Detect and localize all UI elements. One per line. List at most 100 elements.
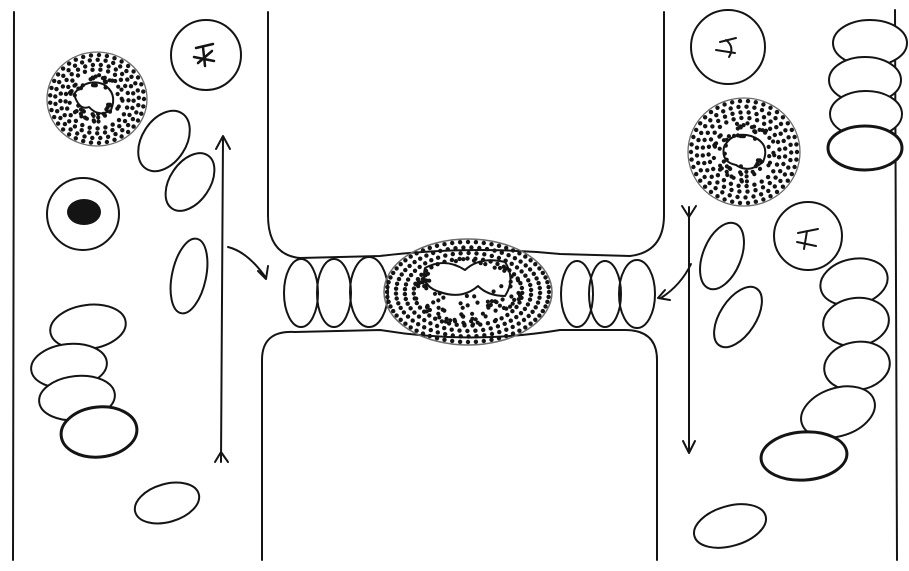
left-granulocyte-granule [67,132,71,136]
capillary-granulocyte-granule [448,318,452,322]
right-granulocyte-granule [729,188,733,192]
capillary-granulocyte-granule [403,258,407,262]
left-granulocyte-granule [112,56,116,60]
left-granulocyte-granule [88,58,92,62]
right-granulocyte-granule [786,135,790,139]
capillary-granulocyte-granule [470,312,474,316]
capillary-granulocyte-granule [412,260,416,264]
capillary-granulocyte-granule [497,336,501,340]
right-granulocyte-granule [779,132,783,136]
left-granulocyte-granule [136,75,140,79]
capillary-granulocyte-granule [438,291,442,295]
left-granulocyte-granule [133,81,137,85]
capillary-granulocyte-granule [396,301,400,305]
left-granulocyte-granule [62,113,66,117]
capillary-granulocyte-granule [461,306,465,310]
right-granulocyte-granule [753,188,757,192]
left-granulocyte-granule [68,127,72,131]
right-granulocyte-granule [698,179,702,183]
capillary-granulocyte-granule [442,242,446,246]
capillary-granulocyte-granule [520,286,524,290]
right-granulocyte-granule [771,139,775,143]
capillary-granulocyte-granule [419,273,423,277]
capillary-granulocyte-granule [515,265,519,269]
capillary-granulocyte-granule [461,257,465,261]
right-granulocyte-granule [773,116,777,120]
left-granulocyte-granule [48,101,52,105]
capillary-granulocyte-granule [490,254,494,258]
right-granulocyte-granule [746,110,750,114]
capillary-granulocyte-granule [524,263,528,267]
left-granulocyte-granule [98,68,102,72]
capillary-granulocyte-granule [422,284,426,288]
left-granulocyte-granule [125,105,129,109]
right-granulocyte-granule [722,102,726,106]
capillary-granulocyte-granule [435,262,439,266]
capillary-granulocyte-granule [514,315,518,319]
left-granulocyte-granule [114,67,118,71]
left-granulocyte-granule [125,77,129,81]
capillary-granulocyte-granule [399,318,403,322]
left-granulocyte-granule [92,114,96,118]
right-granulocyte-granule [706,131,710,135]
right-granulocyte-granule [689,157,693,161]
capillary-granulocyte-granule [474,340,478,344]
capillary-granulocyte-granule [409,254,413,258]
capillary-granulocyte-granule [537,266,541,270]
right-granulocyte-granule [722,185,726,189]
capillary-granulocyte-granule [473,329,477,333]
capillary-granulocyte-granule [498,304,502,308]
right-granulocyte-granule [792,135,796,139]
right-granulocyte-granule [767,111,771,115]
right-granulocyte-granule [753,130,757,134]
capillary-granulocyte-granule [415,301,419,305]
capillary-granulocyte-granule [486,304,490,308]
right-granulocyte-granule [732,134,736,138]
capillary-granulocyte-granule [481,312,485,316]
left-granulocyte-granule [103,125,107,129]
right-granulocyte-granule [694,128,698,132]
left-granulocyte-granule [67,61,71,65]
left-granulocyte-granule [116,85,120,89]
capillary-granulocyte-granule [516,291,520,295]
capillary-granulocyte-granule [412,291,416,295]
right-granulocyte-granule [736,184,740,188]
left-granulocyte-granule [81,55,85,59]
capillary-granulocyte-granule [529,293,533,297]
right-granulocyte-granule [712,156,716,160]
left-granulocyte-granule [64,78,68,82]
right-granulocyte-granule [718,147,722,151]
right-granulocyte-granule [786,121,790,125]
right-granulocyte-granule [702,175,706,179]
right-granulocyte-granule [786,179,790,183]
capillary-granulocyte-granule [499,316,503,320]
left-granulocyte-granule [74,58,78,62]
left-granulocyte-granule [48,93,52,97]
left-granulocyte-granule [82,134,86,138]
capillary-granulocyte-granule [482,241,486,245]
right-granulocyte-granule [699,131,703,135]
capillary-granulocyte-granule [528,283,532,287]
right-granulocyte-granule [773,184,777,188]
capillary-granulocyte-granule [406,277,410,281]
capillary-granulocyte-granule [403,287,407,291]
right-granulocyte-granule [737,189,741,193]
capillary-granulocyte-granule [412,286,416,290]
capillary-granulocyte-granule [441,296,445,300]
capillary-granulocyte-granule [517,297,521,301]
left-granulocyte-granule [126,98,130,102]
capillary-granulocyte-granule [530,310,534,314]
capillary-granulocyte-granule [403,292,407,296]
right-granulocyte-granule [768,127,772,131]
right-granulocyte-granule [730,100,734,104]
capillary-granulocyte-granule [523,325,527,329]
capillary-granulocyte-granule [472,294,476,298]
capillary-granulocyte-granule [417,314,421,318]
capillary-granulocyte-granule [504,334,508,338]
left-granulocyte-granule [58,99,62,103]
left-granulocyte-granule [61,84,65,88]
right-granulocyte-granule [783,146,787,150]
right-granulocyte-granule [709,137,713,141]
left-granulocyte-granule [65,106,69,110]
left-granulocyte-granule [97,53,101,57]
